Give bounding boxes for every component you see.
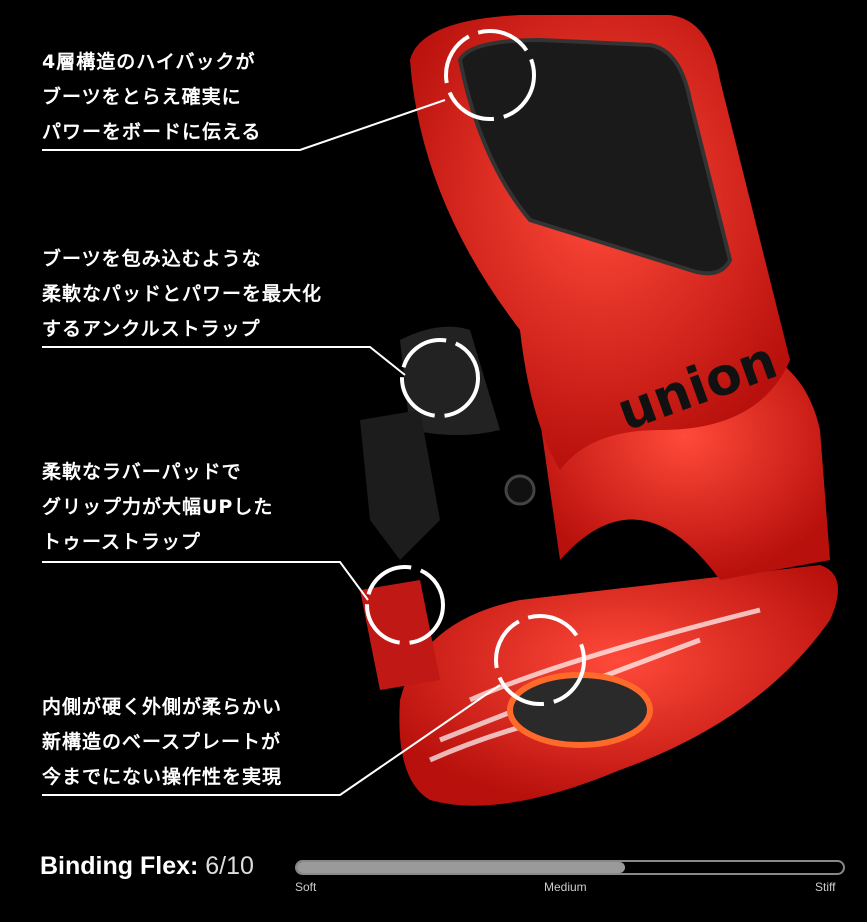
highlight-circle-baseplate xyxy=(494,614,586,706)
callout-line: 新構造のベースプレートが xyxy=(42,731,282,753)
highlight-circle-ankle xyxy=(400,338,480,418)
flex-scale-stiff: Stiff xyxy=(815,880,836,894)
callout-line: 4層構造のハイバックが xyxy=(42,51,256,73)
callout-line: ブーツを包み込むような xyxy=(42,248,262,270)
ankle-strap xyxy=(400,326,500,435)
toe-strap xyxy=(360,410,440,560)
disc xyxy=(507,672,653,748)
callout-ankle-strap: ブーツを包み込むような 柔軟なパッドとパワーを最大化 するアンクルストラップ xyxy=(42,242,322,347)
callout-line: 柔軟なパッドとパワーを最大化 xyxy=(42,283,323,305)
callout-line-2 xyxy=(42,346,406,376)
flex-bar xyxy=(295,860,845,875)
callout-highback: 4層構造のハイバックが ブーツをとらえ確実に パワーをボードに伝える xyxy=(42,45,261,150)
callout-line-1 xyxy=(42,99,446,151)
callout-line: トゥーストラップ xyxy=(42,531,202,553)
callout-toe-strap: 柔軟なラバーパッドで グリップ力が大幅UPした トゥーストラップ xyxy=(42,455,273,560)
highlight-circle-toe xyxy=(365,565,445,645)
flex-value: 6/10 xyxy=(205,852,254,880)
flex-rating: Binding Flex: 6/10 xyxy=(40,852,254,881)
callout-line-3 xyxy=(42,561,369,601)
flex-bar-fill xyxy=(297,862,625,873)
callout-line: グリップ力が大幅UPした xyxy=(42,496,274,518)
highlight-circle-highback xyxy=(444,29,536,121)
callout-line: 今までにない操作性を実現 xyxy=(42,766,283,788)
flex-label: Binding Flex: xyxy=(40,852,199,880)
callout-line: ブーツをとらえ確実に xyxy=(42,86,242,108)
callout-line: パワーをボードに伝える xyxy=(42,121,262,143)
callout-line: 柔軟なラバーパッドで xyxy=(42,461,242,483)
callout-line: 内側が硬く外側が柔らかい xyxy=(42,696,283,718)
flex-scale-soft: Soft xyxy=(295,880,317,894)
toe-strap-lower xyxy=(360,580,440,690)
callout-baseplate: 内側が硬く外側が柔らかい 新構造のベースプレートが 今までにない操作性を実現 xyxy=(42,690,282,795)
callout-line: するアンクルストラップ xyxy=(42,318,261,340)
callout-line-4 xyxy=(42,684,501,796)
flex-scale-medium: Medium xyxy=(544,880,587,894)
